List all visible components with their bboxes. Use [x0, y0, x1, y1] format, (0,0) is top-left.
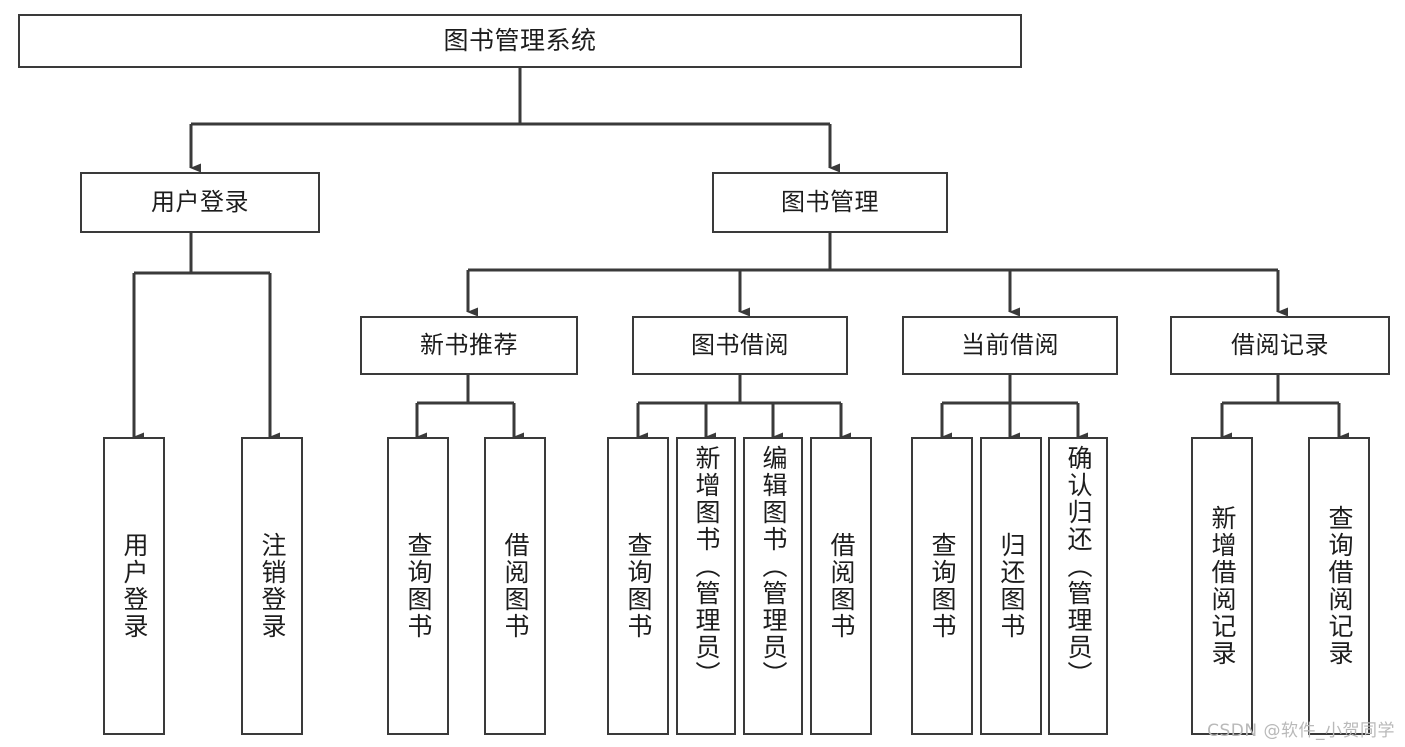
node-leaf-add-book-label: 新增图书（管理员） — [692, 445, 721, 688]
node-leaf-borrow-book-2[interactable]: 借阅图书 — [810, 437, 872, 735]
node-leaf-query-book-1[interactable]: 查询图书 — [387, 437, 449, 735]
node-leaf-confirm-return-label: 确认归还（管理员） — [1064, 445, 1093, 688]
node-root[interactable]: 图书管理系统 — [18, 14, 1022, 68]
node-leaf-borrow-book-1-label: 借阅图书 — [501, 532, 530, 640]
node-user-login[interactable]: 用户登录 — [80, 172, 320, 233]
node-leaf-query-book-3[interactable]: 查询图书 — [911, 437, 973, 735]
node-root-label: 图书管理系统 — [443, 25, 597, 55]
node-leaf-logout-login-label: 注销登录 — [258, 532, 287, 640]
node-leaf-borrow-book-2-label: 借阅图书 — [827, 532, 856, 640]
node-leaf-edit-book-label: 编辑图书（管理员） — [759, 445, 788, 688]
node-leaf-add-record[interactable]: 新增借阅记录 — [1191, 437, 1253, 735]
node-book-borrow-label: 图书借阅 — [691, 330, 789, 359]
node-leaf-query-book-2[interactable]: 查询图书 — [607, 437, 669, 735]
node-book-borrow[interactable]: 图书借阅 — [632, 316, 848, 375]
node-leaf-add-book[interactable]: 新增图书（管理员） — [676, 437, 736, 735]
node-new-book-recommend[interactable]: 新书推荐 — [360, 316, 578, 375]
node-leaf-add-record-label: 新增借阅记录 — [1208, 505, 1237, 667]
node-leaf-query-book-1-label: 查询图书 — [404, 532, 433, 640]
node-leaf-borrow-book-1[interactable]: 借阅图书 — [484, 437, 546, 735]
node-leaf-query-book-2-label: 查询图书 — [624, 532, 653, 640]
node-current-borrow-label: 当前借阅 — [961, 330, 1059, 359]
node-leaf-edit-book[interactable]: 编辑图书（管理员） — [743, 437, 803, 735]
node-leaf-query-record[interactable]: 查询借阅记录 — [1308, 437, 1370, 735]
node-leaf-user-login[interactable]: 用户登录 — [103, 437, 165, 735]
node-leaf-query-book-3-label: 查询图书 — [928, 532, 957, 640]
watermark: CSDN @软件_小贺同学 — [1207, 721, 1395, 741]
node-book-manage-label: 图书管理 — [781, 187, 879, 216]
node-leaf-confirm-return[interactable]: 确认归还（管理员） — [1048, 437, 1108, 735]
node-leaf-logout-login[interactable]: 注销登录 — [241, 437, 303, 735]
node-leaf-return-book[interactable]: 归还图书 — [980, 437, 1042, 735]
node-current-borrow[interactable]: 当前借阅 — [902, 316, 1118, 375]
node-borrow-record-label: 借阅记录 — [1231, 330, 1329, 359]
node-book-manage[interactable]: 图书管理 — [712, 172, 948, 233]
node-user-login-label: 用户登录 — [151, 187, 249, 216]
node-new-book-recommend-label: 新书推荐 — [420, 330, 518, 359]
node-leaf-user-login-label: 用户登录 — [120, 532, 149, 640]
node-leaf-return-book-label: 归还图书 — [997, 532, 1026, 640]
node-leaf-query-record-label: 查询借阅记录 — [1325, 505, 1354, 667]
node-borrow-record[interactable]: 借阅记录 — [1170, 316, 1390, 375]
